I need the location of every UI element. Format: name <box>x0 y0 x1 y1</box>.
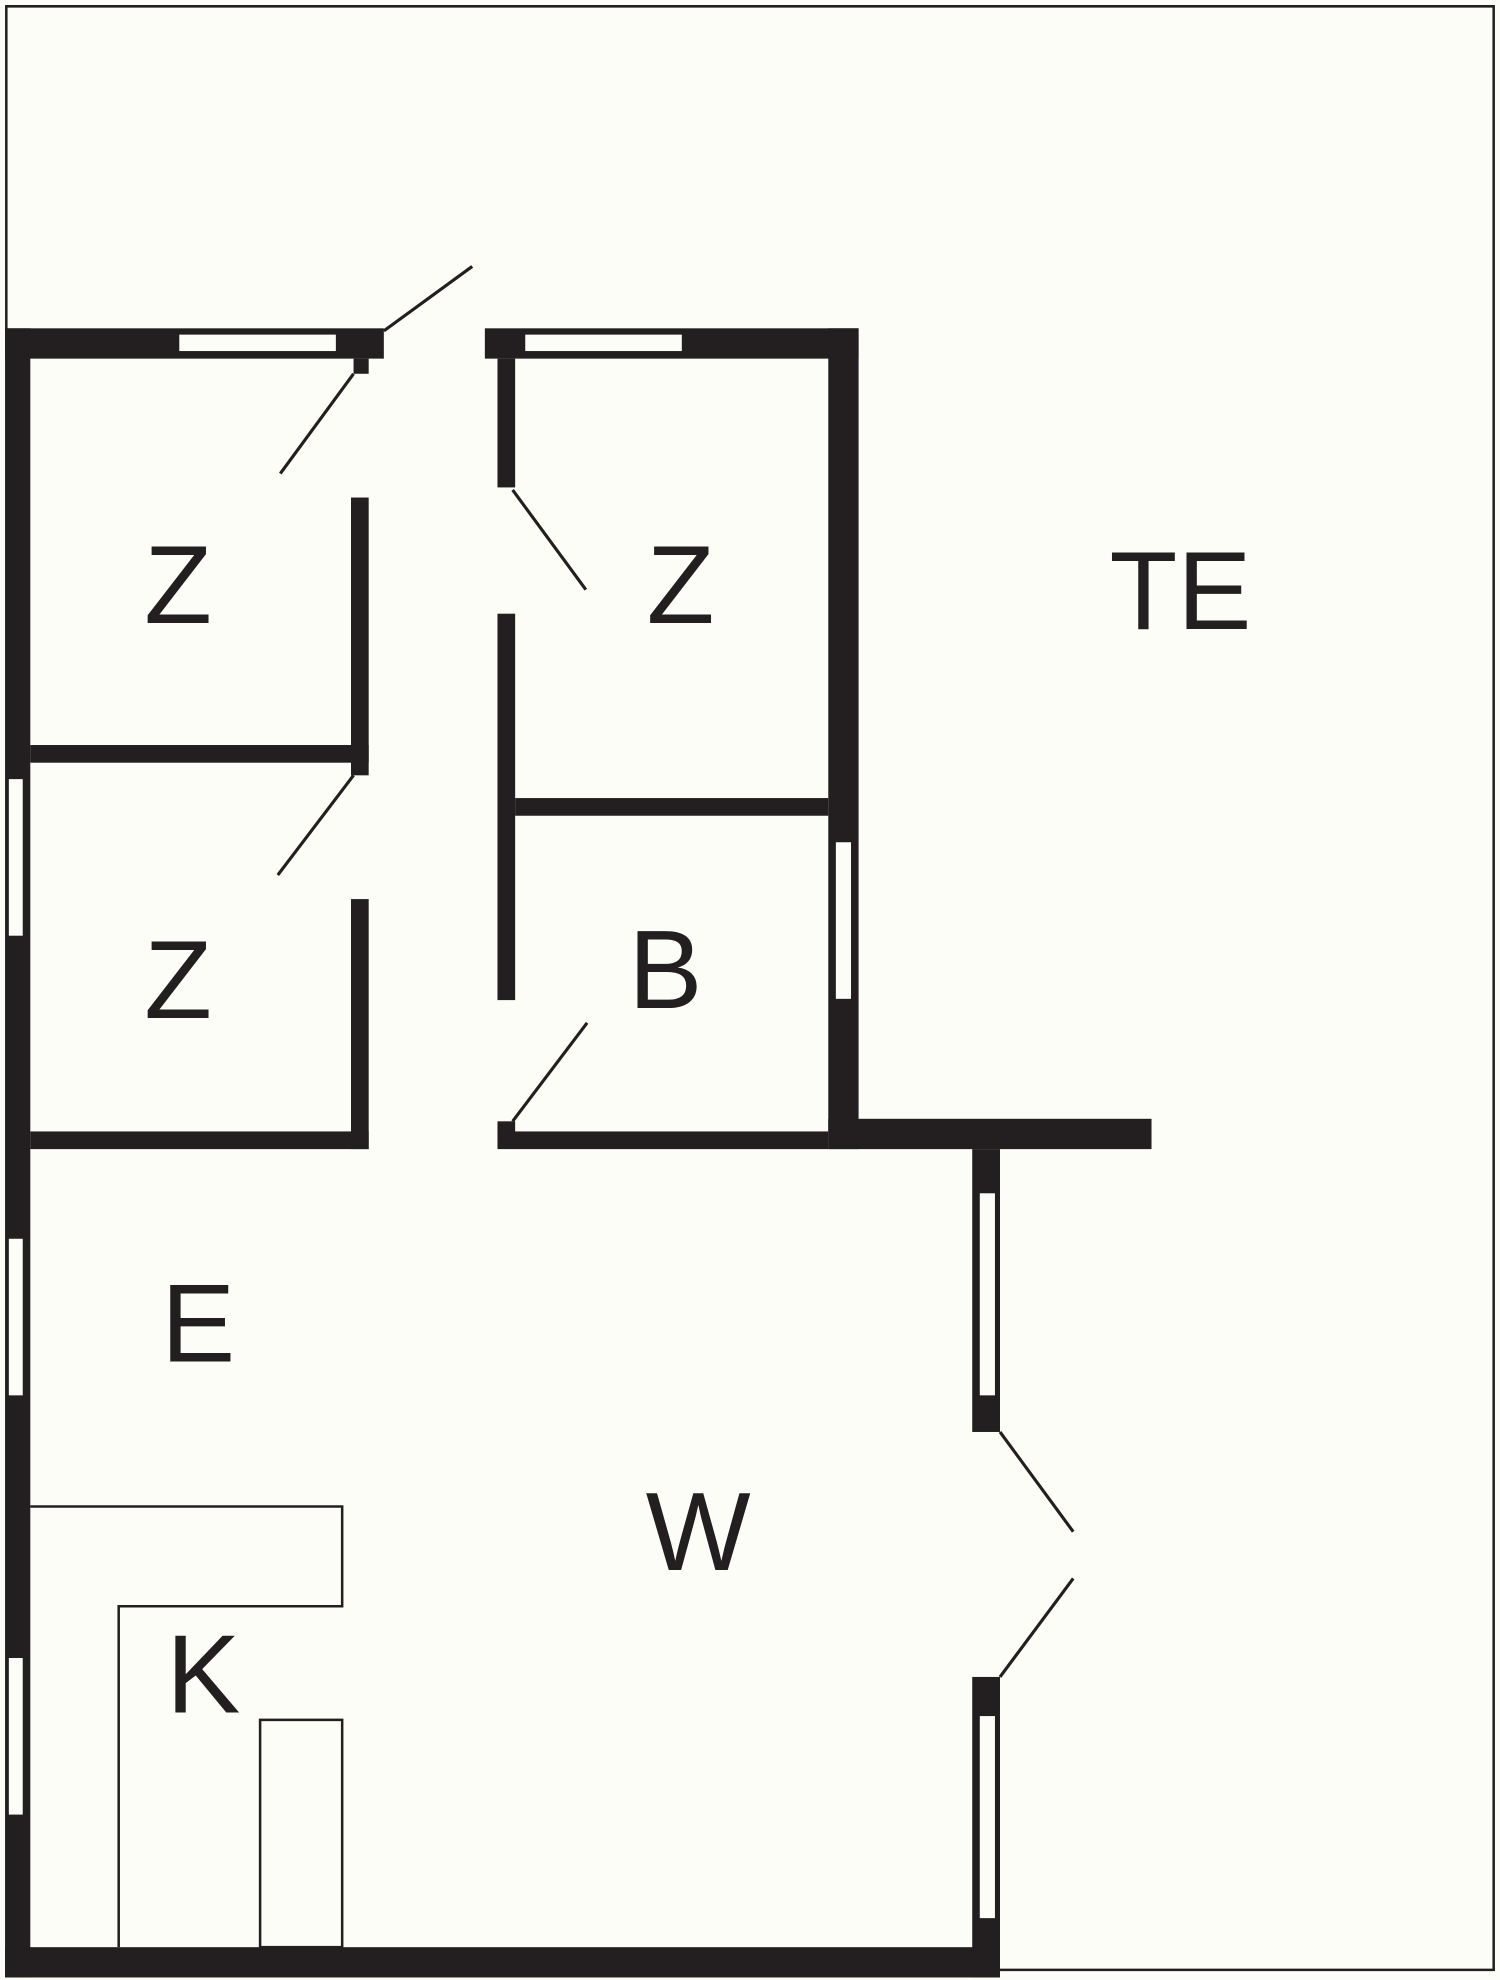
windows <box>8 334 995 1919</box>
door-swing <box>998 1577 1075 1678</box>
terrace-boundary <box>5 5 1495 1972</box>
door-swing <box>382 265 474 333</box>
room-label-bedroom: Z <box>144 522 212 647</box>
room-label-bedroom: Z <box>647 522 715 647</box>
window <box>8 1238 23 1396</box>
door-swing <box>998 1431 1075 1533</box>
room-label-bedroom: Z <box>144 917 212 1042</box>
room-label-kitchen: K <box>166 1612 240 1737</box>
door-swing <box>511 1021 589 1123</box>
window <box>8 1657 23 1815</box>
room-label-entrance: E <box>161 1261 235 1386</box>
door-swing <box>276 774 355 877</box>
kitchen-counters <box>30 1505 344 1949</box>
doors <box>276 265 1075 1678</box>
window <box>835 842 852 999</box>
door-swing <box>511 489 588 591</box>
window <box>979 1716 995 1919</box>
window <box>979 1193 995 1396</box>
window <box>179 334 336 352</box>
room-label-terrace: TE <box>1110 528 1252 653</box>
room-label-living: W <box>646 1469 751 1594</box>
room-label-bathroom: B <box>628 907 702 1032</box>
window <box>525 334 682 352</box>
window <box>8 779 23 936</box>
interior-walls <box>30 358 829 1150</box>
door-swing <box>279 372 355 475</box>
